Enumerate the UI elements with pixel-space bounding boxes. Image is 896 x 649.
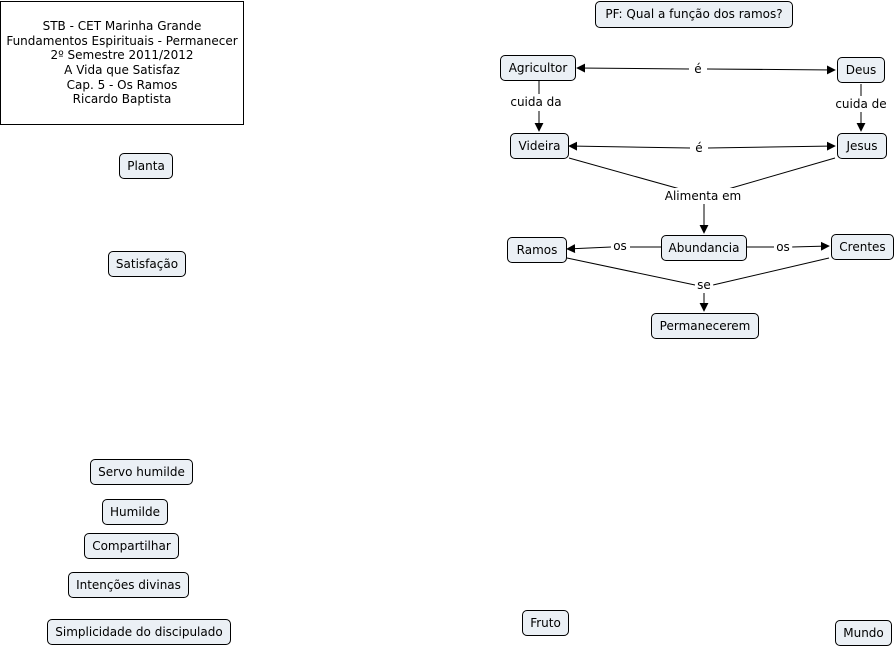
link-label-se: se: [695, 277, 713, 293]
link-e-jesus: [707, 141, 836, 151]
node-servo-humilde[interactable]: Servo humilde: [90, 459, 193, 485]
node-abundancia[interactable]: Abundancia: [661, 235, 747, 261]
node-compartilhar[interactable]: Compartilhar: [84, 533, 179, 559]
node-satisfacao[interactable]: Satisfação: [108, 251, 186, 277]
node-humilde[interactable]: Humilde: [102, 499, 168, 525]
link-label-os-right: os: [774, 239, 792, 255]
link-label-e-top: é: [692, 61, 704, 77]
info-line-book: A Vida que Satisfaz: [64, 63, 180, 77]
info-line-author: Ricardo Baptista: [72, 92, 172, 107]
node-fruto[interactable]: Fruto: [522, 610, 569, 636]
link-label-cuida-de: cuida de: [833, 96, 889, 112]
info-line-course: Fundamentos Espirituais - Permanecer: [6, 33, 238, 48]
link-label-alimenta-em: Alimenta em: [662, 188, 744, 204]
node-videira[interactable]: Videira: [510, 133, 569, 159]
link-ramos-se: [566, 257, 696, 286]
node-mundo[interactable]: Mundo: [835, 620, 892, 646]
link-videira-alimenta: [568, 157, 681, 190]
info-line-semester: 2º Semestre 2011/2012: [50, 48, 194, 63]
node-crentes[interactable]: Crentes: [831, 234, 894, 260]
link-e-deus: [706, 65, 836, 75]
focus-question-node[interactable]: PF: Qual a função dos ramos?: [595, 1, 793, 28]
info-line-chapter: Cap. 5 - Os Ramos: [66, 77, 178, 92]
link-agricultor-e: [576, 63, 690, 73]
header-info-box: STB - CET Marinha Grande Fundamentos Esp…: [0, 1, 244, 125]
link-label-e-mid: é: [693, 140, 705, 156]
node-simplicidade-discipulado[interactable]: Simplicidade do discipulado: [47, 619, 231, 645]
node-planta[interactable]: Planta: [119, 153, 173, 179]
link-os-crentes: [791, 241, 830, 251]
node-agricultor[interactable]: Agricultor: [500, 55, 576, 81]
info-line-school: STB - CET Marinha Grande: [42, 19, 202, 34]
link-label-os-left: os: [611, 238, 629, 254]
link-label-cuida-da: cuida da: [508, 94, 564, 110]
node-permanecerem[interactable]: Permanecerem: [651, 313, 759, 339]
node-ramos[interactable]: Ramos: [507, 237, 567, 263]
link-videira-e: [568, 141, 691, 151]
node-jesus[interactable]: Jesus: [837, 133, 887, 159]
link-os-ramos: [566, 244, 612, 254]
node-intencoes-divinas[interactable]: Intenções divinas: [68, 572, 189, 598]
link-crentes-se: [712, 257, 830, 286]
node-deus[interactable]: Deus: [837, 57, 885, 83]
link-jesus-alimenta: [727, 157, 836, 190]
